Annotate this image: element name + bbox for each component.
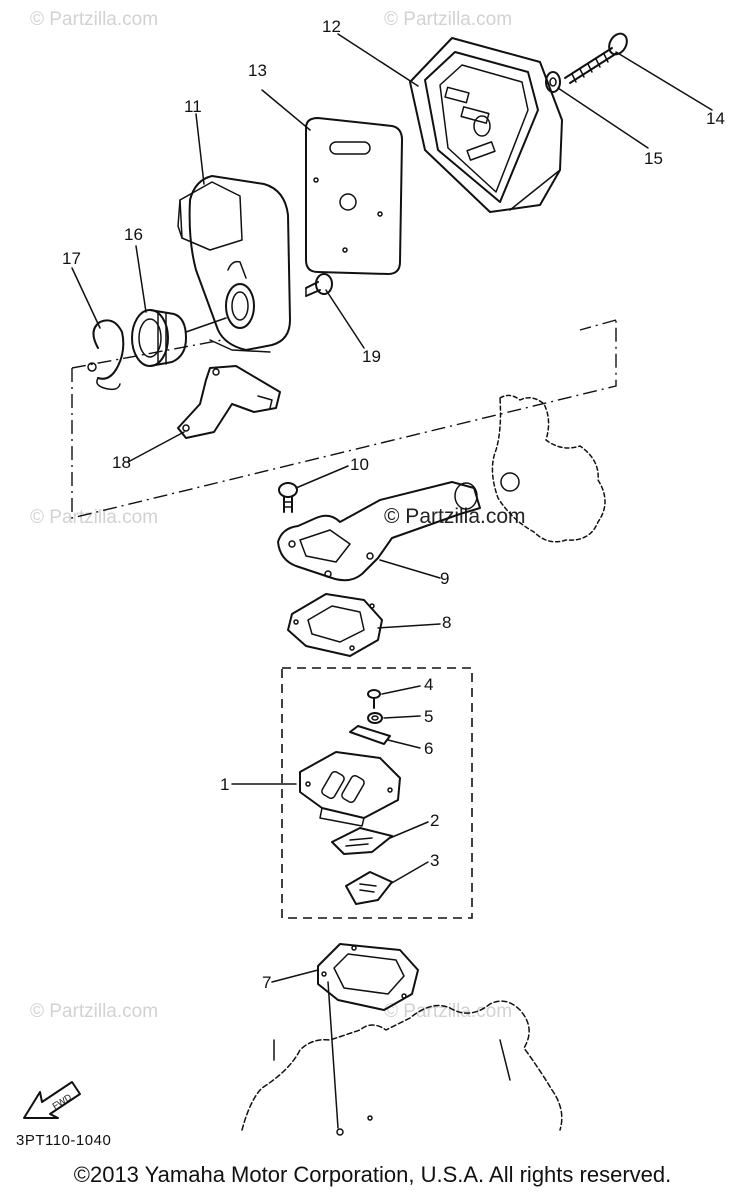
callout-13: 13 (248, 61, 267, 80)
part-7-locator-line (327, 981, 339, 1129)
callout-2: 2 (430, 811, 439, 830)
crankcase-outline (241, 1000, 563, 1136)
callout-11: 11 (184, 97, 202, 116)
reed-valve-assembly-box (281, 667, 473, 919)
callout-19: 19 (362, 347, 381, 366)
callout-3: 3 (430, 851, 439, 870)
part-13-filter-gasket (305, 117, 403, 275)
callout-labels: 1 2 3 4 5 6 7 8 9 10 11 12 13 14 15 16 1… (62, 17, 725, 992)
callout-5: 5 (424, 707, 433, 726)
part-17-clamp (87, 319, 125, 391)
fwd-arrow-icon: FWD (23, 1081, 81, 1119)
watermark-low-center: © Partzilla.com (384, 1001, 512, 1022)
callout-8: 8 (442, 613, 451, 632)
callout-9: 9 (440, 569, 449, 588)
callout-18: 18 (112, 453, 131, 472)
watermark-top-left: © Partzilla.com (30, 9, 158, 30)
subassembly-boundary (71, 319, 617, 519)
part-16-air-duct (131, 309, 227, 367)
part-10-screw (278, 482, 298, 513)
callout-12: 12 (322, 17, 341, 36)
callout-15: 15 (644, 149, 663, 168)
part-7-gasket (317, 943, 419, 1011)
part-5-washer (367, 712, 383, 724)
part-19-screw (305, 273, 333, 297)
watermark-top-center: © Partzilla.com (384, 9, 512, 30)
watermark-mid-left: © Partzilla.com (30, 507, 158, 528)
reed-valve-body (299, 751, 401, 827)
callout-14: 14 (706, 109, 725, 128)
callout-16: 16 (124, 225, 143, 244)
part-9-intake-manifold (277, 481, 481, 582)
part-3-reed (345, 871, 393, 905)
part-8-gasket (287, 593, 383, 657)
part-2-reed (331, 827, 393, 855)
part-12-silencer-cover (409, 37, 563, 213)
callout-4: 4 (424, 675, 433, 694)
engine-case-outline (491, 394, 606, 543)
callout-1: 1 (220, 775, 229, 794)
callout-7: 7 (262, 973, 271, 992)
part-6-stopper-plate (349, 725, 391, 745)
part-18-bracket (177, 365, 281, 439)
part-14-bolt (564, 32, 628, 84)
copyright-notice: ©2013 Yamaha Motor Corporation, U.S.A. A… (73, 1162, 672, 1187)
callout-10: 10 (350, 455, 369, 474)
part-4-screw (367, 689, 381, 709)
part-15-washer (545, 71, 561, 93)
watermark-low-left: © Partzilla.com (30, 1001, 158, 1022)
callout-6: 6 (424, 739, 433, 758)
leader-lines (71, 33, 713, 983)
diagram-code: 3PT110-1040 (16, 1132, 112, 1149)
callout-17: 17 (62, 249, 81, 268)
part-11-silencer-case (177, 175, 291, 353)
